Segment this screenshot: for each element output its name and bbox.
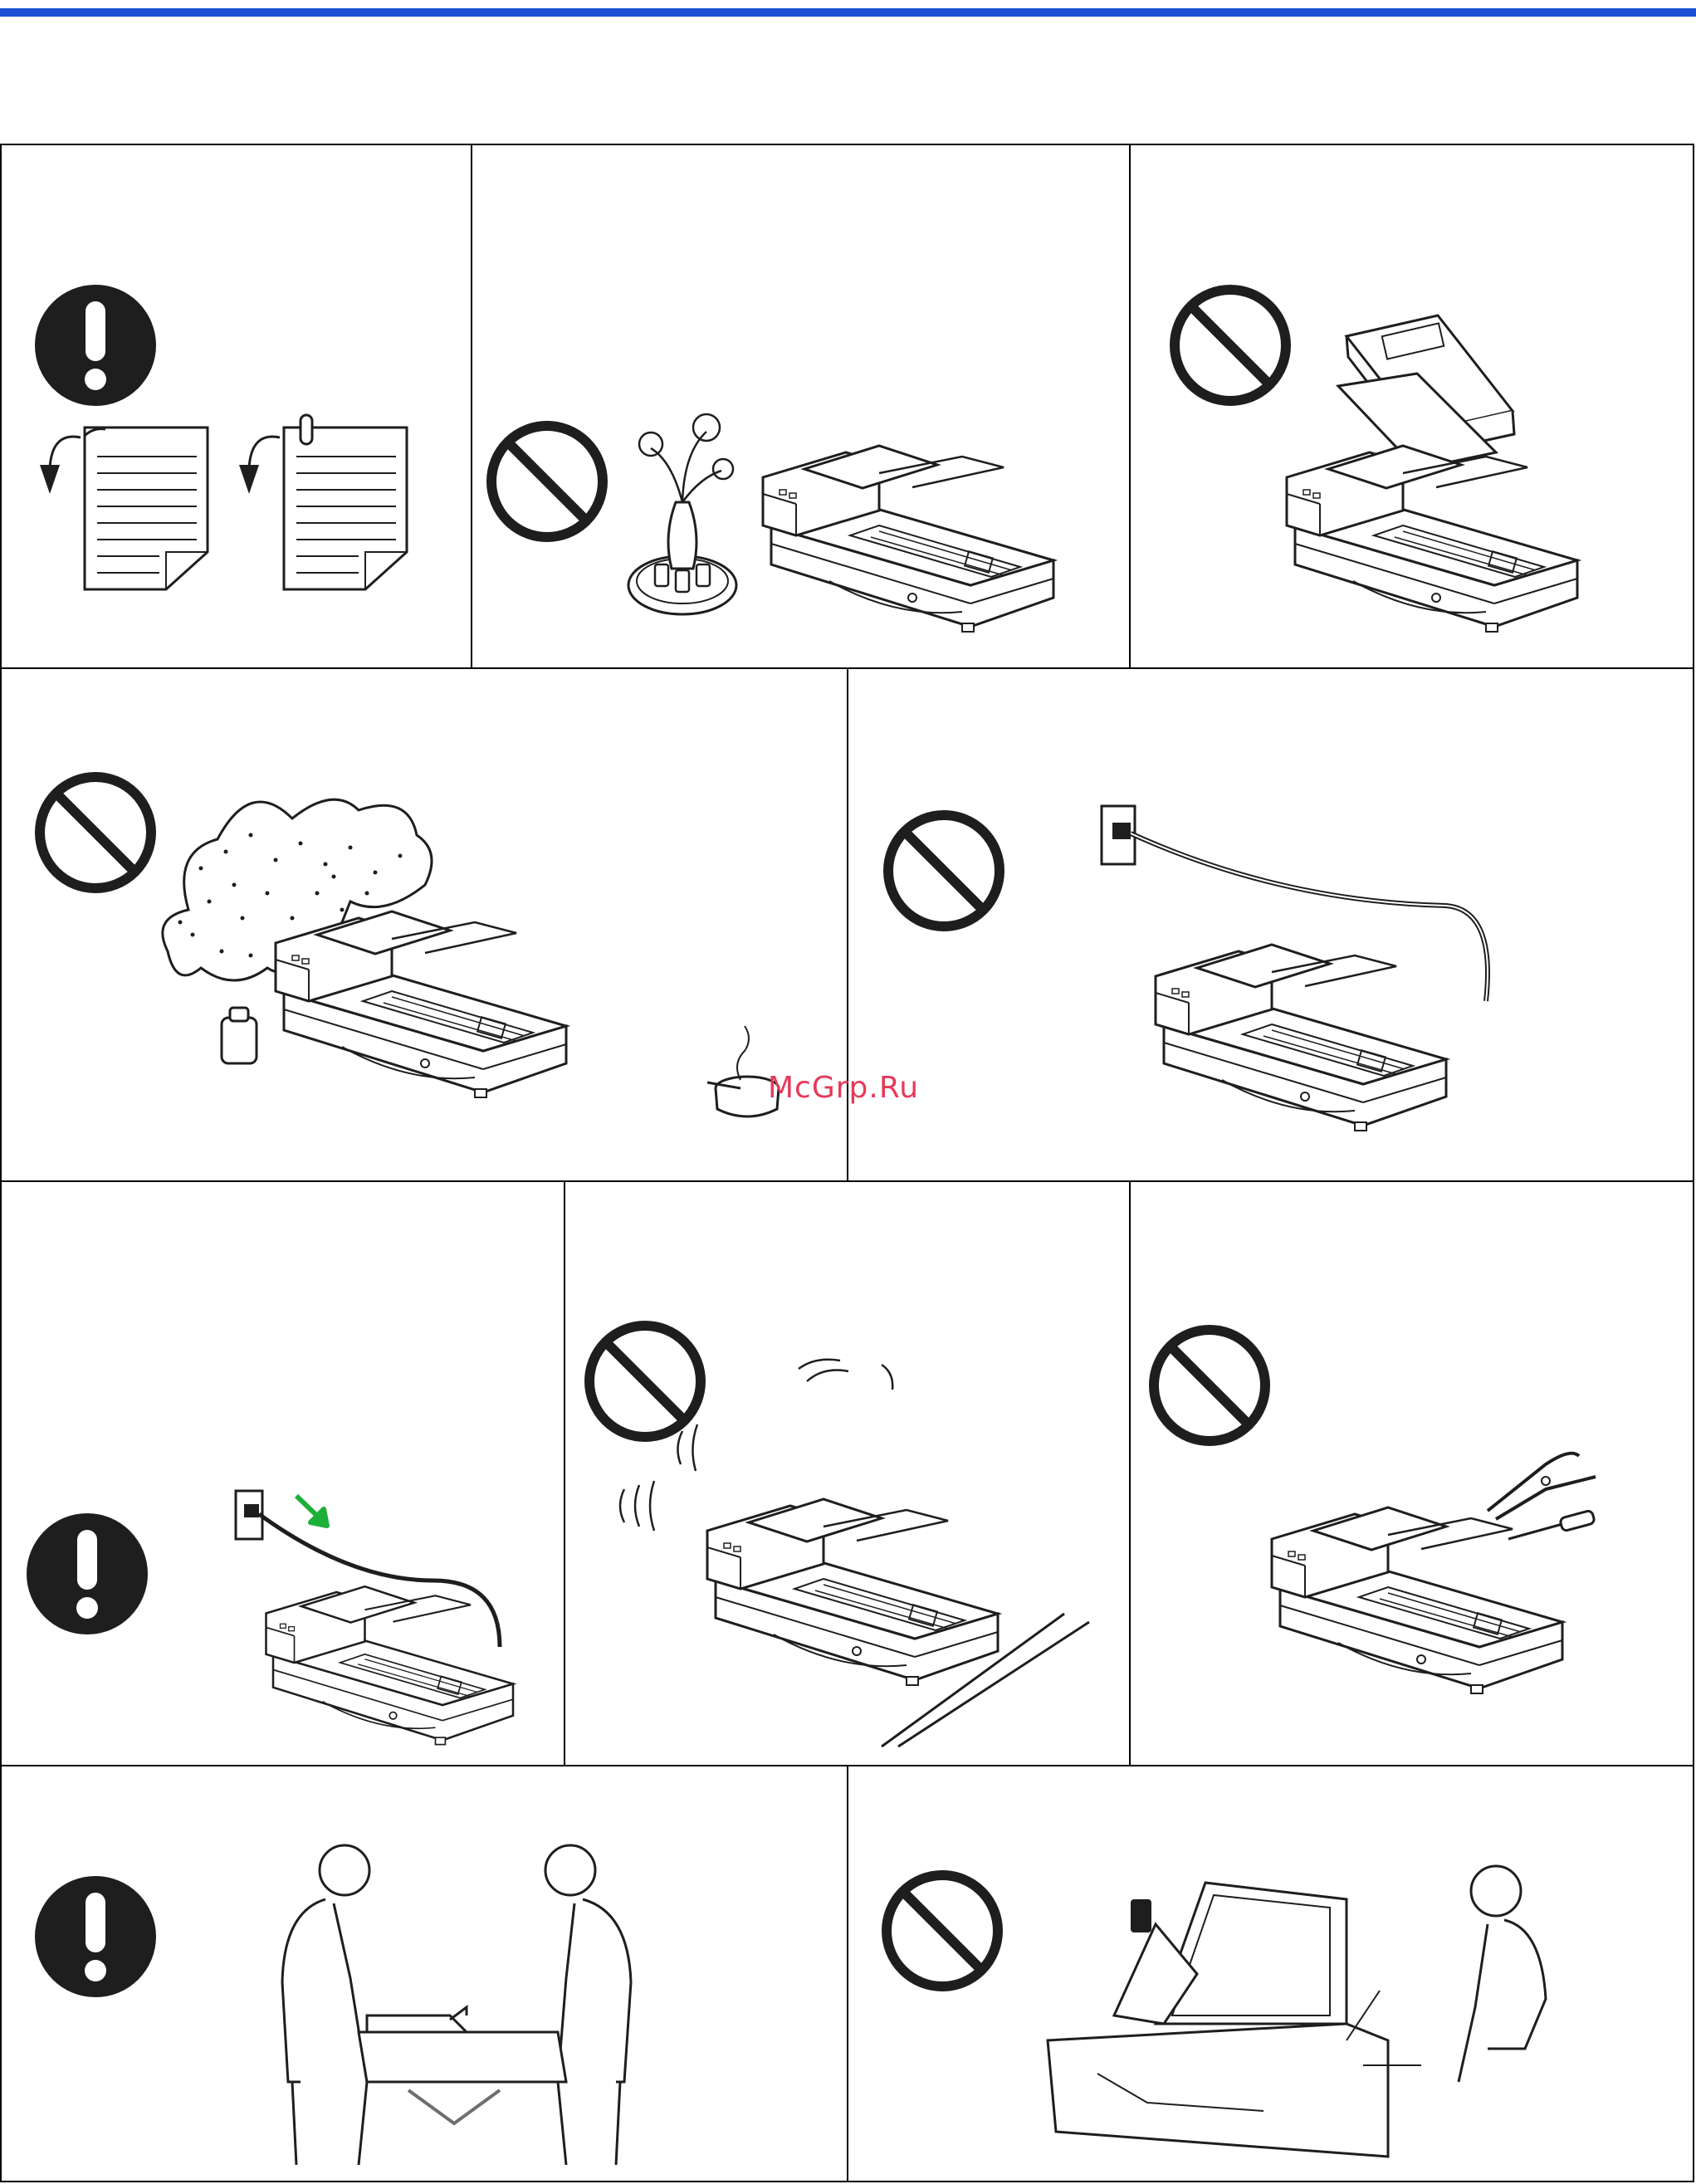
carried-scanner-illustration <box>2 1766 847 2182</box>
scanner-illustration <box>1131 1182 1694 1765</box>
clipped-document-icon <box>2 145 471 667</box>
scanner-illustration <box>2 1182 565 1765</box>
panel-no-disassembly <box>1131 1182 1694 1765</box>
scanner-illustration <box>566 1182 1129 1765</box>
panel-no-heavy-objects <box>1131 145 1694 667</box>
watermark: McGrp.Ru <box>768 1071 919 1105</box>
scanner-illustration <box>848 669 1694 1180</box>
panel-unplug-cord <box>2 1182 565 1765</box>
panel-two-person-lift <box>2 1766 847 2182</box>
ashtray-illustration <box>2 669 847 1180</box>
panel-no-dust-smoke <box>2 669 847 1180</box>
scanner-illustration <box>472 145 1129 667</box>
panel-cord-care <box>848 669 1694 1180</box>
person-observer-illustration <box>848 1766 1694 2182</box>
panel-no-vibration <box>566 1182 1129 1765</box>
header-accent-bar <box>0 8 1696 17</box>
panel-no-liquids <box>472 145 1129 667</box>
panel-no-open-parts <box>848 1766 1694 2182</box>
panel-paper-curl <box>2 145 471 667</box>
scanner-illustration <box>1131 145 1694 667</box>
